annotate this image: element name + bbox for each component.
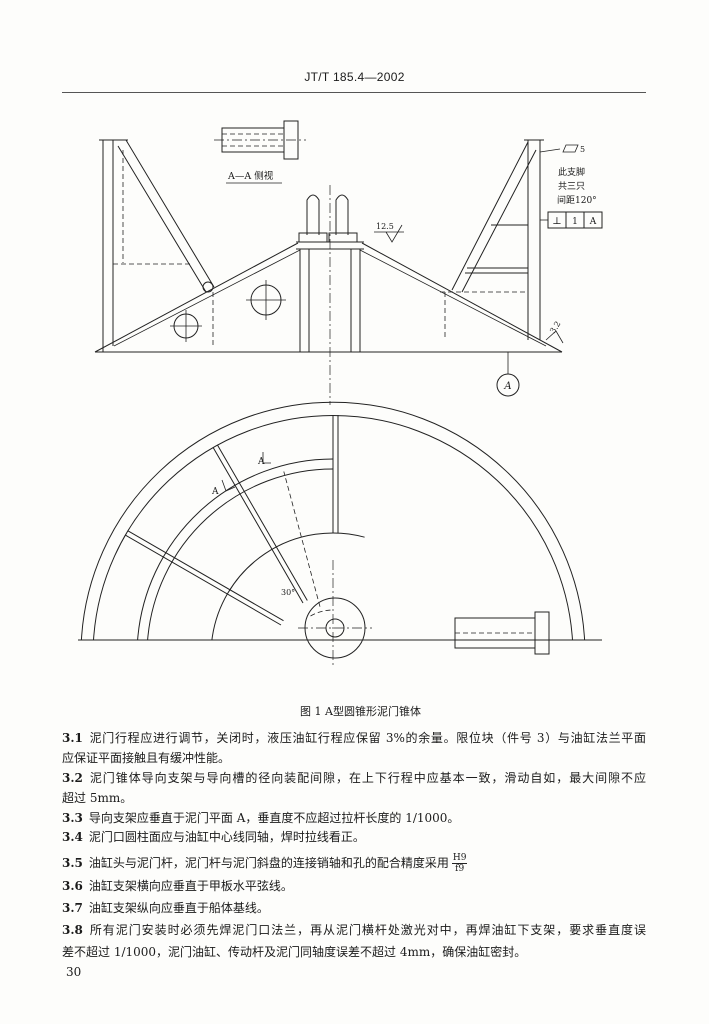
section-3-6: 3.6 油缸支架横向应垂直于甲板水平弦线。 — [62, 878, 646, 894]
roughness-check-icon — [374, 224, 404, 243]
standard-code-header: JT/T 185.4—2002 — [304, 70, 405, 84]
section-mark-a-right: A — [257, 457, 265, 467]
section-text: 油缸头与泥门杆，泥门杆与泥门斜盘的连接销轴和孔的配合精度采用 — [88, 856, 449, 870]
section-number: 3.2 — [62, 771, 83, 785]
technical-drawing: 5 此支脚 共三只 间距120° ⊥ 1 A 12.5 3.2 — [78, 120, 603, 666]
section-number: 3.4 — [62, 830, 83, 844]
oil-cylinder-plan — [454, 611, 550, 655]
section-3-8-line-2: 差不超过 1/1000，泥门油缸、传动杆及泥门同轴度误差不超过 4mm，确保油缸… — [62, 944, 646, 960]
section-number: 3.8 — [62, 923, 83, 937]
datum-a-label: A — [503, 381, 511, 392]
center-hub — [298, 597, 372, 659]
section-text: 应保证平面接触且有缓冲性能。 — [62, 751, 231, 765]
right-support-bracket — [440, 139, 544, 340]
flatness-callout: 5 此支脚 共三只 间距120° — [539, 144, 597, 206]
section-mark-a-left: A — [211, 487, 219, 497]
section-number: 3.3 — [62, 811, 83, 825]
section-mark-right: A — [257, 452, 271, 467]
elevation-view: 5 此支脚 共三只 间距120° ⊥ 1 A 12.5 3.2 — [94, 139, 603, 405]
section-3-2-line-2: 超过 5mm。 — [62, 790, 646, 806]
section-text: 油缸支架横向应垂直于甲板水平弦线。 — [88, 879, 293, 893]
roughness-check-icon-side — [545, 330, 564, 344]
section-3-2-line-1: 3.2 泥门锥体导向支架与导向槽的径向装配间隙，在上下行程中应基本一致，滑动自如，… — [62, 770, 646, 786]
bracket-note-line-2: 共三只 — [558, 181, 585, 192]
section-number: 3.5 — [62, 856, 83, 870]
datum-a-marker: A — [496, 351, 520, 397]
section-text: 导向支架应垂直于泥门平面 A，垂直度不应超过拉杆长度的 1/1000。 — [88, 811, 460, 825]
page-number: 30 — [66, 965, 82, 979]
left-support-bracket — [99, 139, 215, 352]
section-text: 泥门锥体导向支架与导向槽的径向装配间隙，在上下行程中应基本一致，滑动自如，最大间… — [88, 771, 646, 785]
flatness-icon — [562, 144, 579, 153]
section-text: 超过 5mm。 — [62, 791, 133, 805]
section-number: 3.1 — [62, 731, 83, 745]
datum-letter: A — [589, 217, 597, 227]
section-3-4: 3.4 泥门口圆柱面应与油缸中心线同轴，焊时拉线看正。 — [62, 829, 646, 845]
section-number: 3.7 — [62, 901, 83, 915]
perpendicular-symbol: ⊥ — [552, 216, 561, 227]
oil-cylinder-stubs — [298, 194, 358, 243]
section-3-1-line-1: 3.1 泥门行程应进行调节，关闭时，液压油缸行程应保留 3%的余量。限位块（件号 … — [62, 730, 646, 746]
fit-denominator: f9 — [455, 864, 465, 874]
roughness-mark-side: 3.2 — [545, 320, 564, 344]
section-3-3: 3.3 导向支架应垂直于泥门平面 A，垂直度不应超过拉杆长度的 1/1000。 — [62, 810, 646, 826]
roughness-mark-top: 12.5 — [374, 222, 404, 243]
bracket-note-line-3: 间距120° — [557, 194, 597, 206]
plan-view: 30° A A — [78, 401, 602, 666]
section-mark-left: A — [211, 479, 236, 497]
side-view-detail: A—A 侧视 — [214, 120, 306, 184]
cone-body — [94, 185, 563, 405]
perpendicularity-frame: ⊥ 1 A — [540, 211, 603, 229]
tolerance-value: 1 — [572, 217, 578, 227]
section-text: 泥门口圆柱面应与油缸中心线同轴，焊时拉线看正。 — [88, 830, 365, 844]
fit-numerator: H9 — [451, 853, 468, 864]
side-view-label: A—A 侧视 — [227, 170, 274, 182]
section-text: 所有泥门安装时必须先焊泥门口法兰，再从泥门横杆处激光对中，再焊油缸下支架，要求垂… — [88, 923, 646, 937]
section-text: 油缸支架纵向应垂直于船体基线。 — [88, 901, 269, 915]
header-rule — [62, 92, 646, 93]
section-text: 差不超过 1/1000，泥门油缸、传动杆及泥门同轴度误差不超过 4mm，确保油缸… — [62, 945, 527, 959]
section-3-1-line-2: 应保证平面接触且有缓冲性能。 — [62, 750, 646, 766]
cone-holes — [170, 280, 286, 342]
roughness-value-top: 12.5 — [376, 222, 394, 231]
section-text: 泥门行程应进行调节，关闭时，液压油缸行程应保留 3%的余量。限位块（件号 3）与… — [88, 731, 646, 745]
section-number: 3.6 — [62, 879, 83, 893]
section-3-8-line-1: 3.8 所有泥门安装时必须先焊泥门口法兰，再从泥门横杆处激光对中，再焊油缸下支架，… — [62, 922, 646, 938]
angle-label: 30° — [281, 588, 295, 597]
bracket-note-line-1: 此支脚 — [558, 166, 585, 178]
section-3-7: 3.7 油缸支架纵向应垂直于船体基线。 — [62, 900, 646, 916]
flatness-value: 5 — [580, 145, 585, 154]
figure-caption: 图 1 A型圆锥形泥门锥体 — [300, 705, 421, 718]
roughness-value-side: 3.2 — [548, 320, 562, 336]
